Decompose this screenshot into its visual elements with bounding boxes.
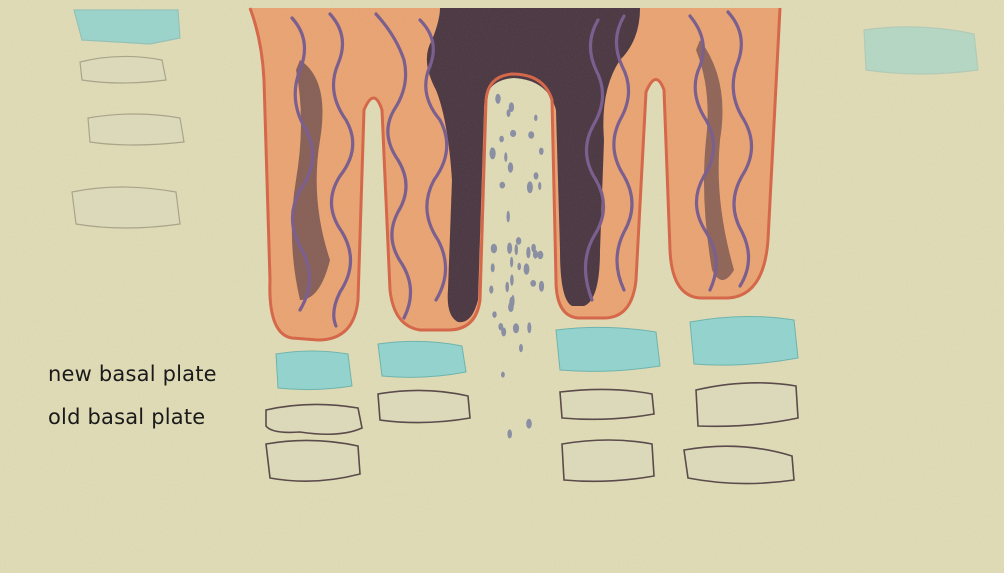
granule xyxy=(511,295,514,307)
old-basal-plate-1 xyxy=(266,404,362,434)
granule xyxy=(538,182,541,190)
new-basal-plate-label: new basal plate xyxy=(48,362,217,386)
granule xyxy=(527,322,531,333)
old-basal-plate-7 xyxy=(684,446,794,483)
new-basal-plate-1 xyxy=(276,351,352,390)
granule xyxy=(510,274,514,285)
old-basal-plate-5 xyxy=(562,440,654,481)
granule xyxy=(508,162,513,172)
granule xyxy=(489,286,493,294)
granule xyxy=(537,251,543,259)
granule xyxy=(526,247,530,259)
granule xyxy=(491,244,497,253)
granule xyxy=(510,257,513,268)
granule xyxy=(492,311,496,318)
old-basal-plate-2 xyxy=(266,440,360,481)
granule xyxy=(505,282,509,293)
granule xyxy=(510,130,516,137)
granule xyxy=(515,244,518,255)
granule xyxy=(513,323,519,333)
granule xyxy=(499,136,504,143)
old-basal-plate-label: old basal plate xyxy=(48,405,205,429)
granule xyxy=(495,94,500,104)
granule xyxy=(501,327,506,336)
granule xyxy=(507,211,510,223)
granule xyxy=(501,372,505,378)
granule xyxy=(524,263,530,274)
granule xyxy=(491,263,495,272)
granule xyxy=(500,182,506,189)
granule xyxy=(507,109,511,117)
old-basal-plate-3 xyxy=(378,390,470,422)
granule xyxy=(516,237,521,245)
granule xyxy=(504,152,507,162)
old-basal-plate-4 xyxy=(560,389,654,419)
new-basal-plate-2 xyxy=(378,341,466,377)
granule xyxy=(490,148,493,154)
granule xyxy=(534,115,537,121)
granule xyxy=(507,243,512,254)
granule xyxy=(539,148,544,155)
granule xyxy=(517,263,521,270)
granule xyxy=(528,131,534,139)
granule xyxy=(539,281,544,292)
granule xyxy=(534,172,539,179)
old-basal-plate-6 xyxy=(696,383,798,427)
granule xyxy=(526,419,532,429)
granule xyxy=(507,429,512,438)
new-basal-plate-4 xyxy=(690,316,798,365)
granule xyxy=(530,280,536,287)
granule xyxy=(519,344,523,352)
new-basal-plate-3 xyxy=(556,327,660,371)
granule xyxy=(533,250,538,259)
granule xyxy=(527,181,533,193)
